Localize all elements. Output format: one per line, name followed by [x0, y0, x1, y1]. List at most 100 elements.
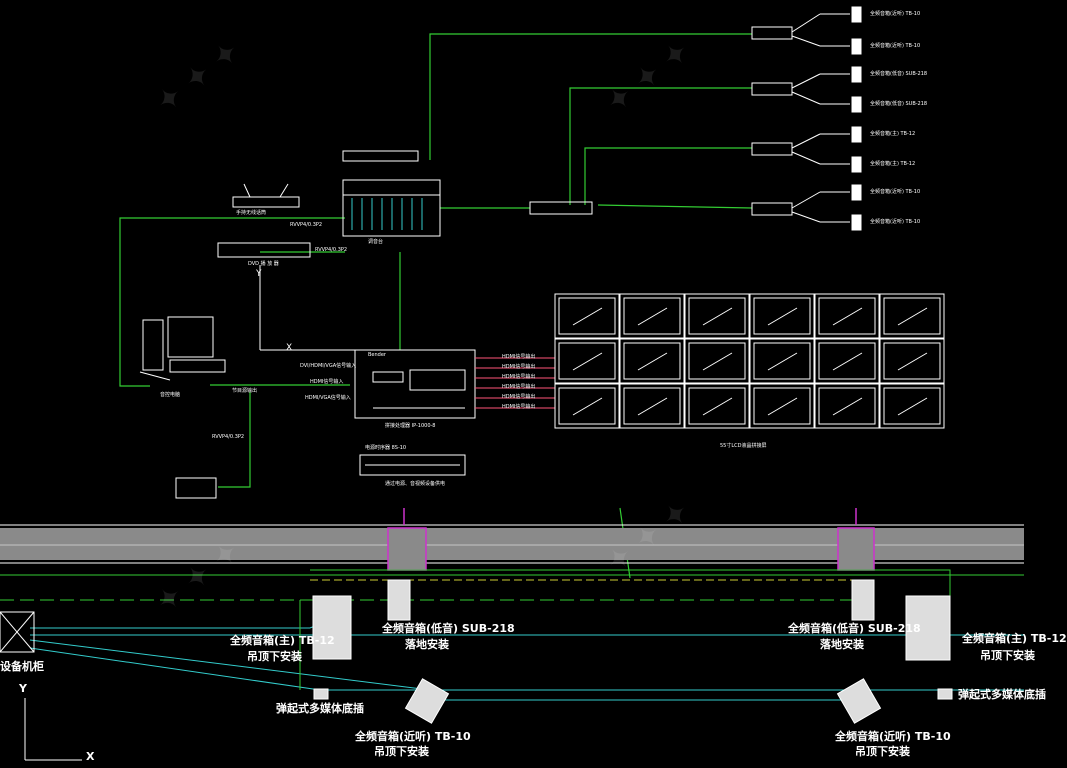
video-wall-glare [637, 397, 668, 416]
video-wall [554, 293, 945, 429]
video-wall-panel [879, 383, 945, 429]
rack-label: 设备机柜 [0, 660, 44, 673]
floor-wiring [0, 569, 1024, 701]
hdmi-out-label: HDMI信号输出 [502, 404, 536, 410]
video-wall-glare [702, 397, 733, 416]
video-wall-glare [702, 352, 733, 371]
video-wall-panel [619, 383, 685, 429]
video-wall-screen [883, 387, 941, 425]
amplifier-group [342, 26, 793, 216]
dvd-label: DVD 播 放 器 [248, 261, 279, 267]
video-wall-screen [688, 387, 746, 425]
speaker-label: 全频音箱(主) TB-12 [870, 161, 916, 167]
speaker-sub-right-mount: 落地安装 [820, 638, 864, 651]
video-wall-glare [832, 397, 863, 416]
dvd-player [217, 242, 355, 351]
video-wall-glare [572, 307, 603, 326]
video-wall-glare [702, 307, 733, 326]
video-wall-glare [637, 307, 668, 326]
video-wall-glare [897, 307, 928, 326]
rack-symbol [0, 611, 35, 653]
video-wall-screen [753, 342, 811, 380]
video-wall-panel [749, 293, 815, 339]
signal-input-label: DVI/HDMI/VGA信号输入 [300, 363, 357, 369]
speaker-label: 全频音箱(近听) TB-10 [870, 43, 921, 49]
processor-brand: Bender [368, 352, 386, 358]
cable-label: RVVP4/0.3P2 [315, 247, 348, 253]
columns [387, 508, 875, 571]
video-wall-screen [623, 342, 681, 380]
wall-box-left: 弹起式多媒体底插 [276, 702, 364, 715]
video-wall-panel [814, 293, 880, 339]
video-wall-glare [572, 397, 603, 416]
video-wall-panel [749, 338, 815, 384]
video-wall-glare [832, 307, 863, 326]
video-wall-glare [767, 352, 798, 371]
speaker-sub-left-mount: 落地安装 [405, 638, 449, 651]
video-wall-screen [753, 297, 811, 335]
speaker-label: 全频音箱(近听) TB-10 [870, 11, 921, 17]
video-wall-panel [814, 383, 880, 429]
speaker-near-right-mount: 吊顶下安装 [855, 745, 910, 758]
video-wall-panel [619, 293, 685, 339]
video-wall-screen [558, 342, 616, 380]
video-wall-screen [753, 387, 811, 425]
video-wall-panel [619, 338, 685, 384]
signal-input-label: HDMI信号输入 [310, 379, 344, 385]
video-wall-glare [897, 352, 928, 371]
video-wall-panel [554, 338, 620, 384]
mic-label: 手持无线话筒 [236, 210, 267, 216]
top-x-axis: X [286, 343, 293, 353]
floor-axes [24, 698, 82, 761]
wall-box-right: 弹起式多媒体底插 [958, 688, 1046, 701]
video-wall-glare [572, 352, 603, 371]
video-processor [354, 349, 555, 419]
video-wall-panel [684, 293, 750, 339]
speaker-main-left-mount: 吊顶下安装 [247, 650, 302, 663]
video-wall-screen [558, 297, 616, 335]
signal-input-label: HDMI/VGA信号输入 [305, 395, 351, 401]
mixer [342, 179, 441, 237]
video-wall-panel [814, 338, 880, 384]
power-note: 通过电源、音视频设备供电 [385, 481, 446, 487]
video-wall-glare [637, 352, 668, 371]
speaker-near-left-mount: 吊顶下安装 [374, 745, 429, 758]
top-y-axis: Y [256, 269, 262, 279]
video-wall-panel [749, 383, 815, 429]
speaker-label: 全频音箱(近听) TB-10 [870, 189, 921, 195]
pc-label: 音控电脑 [160, 392, 181, 398]
video-wall-screen [883, 297, 941, 335]
speaker-sub-right: 全频音箱(低音) SUB-218 [788, 622, 921, 635]
processor-label: 拼接处理器 IP-1000-8 [385, 423, 436, 429]
floor-speakers [312, 579, 953, 724]
speaker-stubs [791, 6, 862, 231]
speaker-main-left: 全频音箱(主) TB-12 [230, 634, 335, 647]
video-wall-panel [554, 383, 620, 429]
hdmi-out-label: HDMI信号输出 [502, 354, 536, 360]
video-wall-panel [879, 293, 945, 339]
speaker-near-left: 全频音箱(近听) TB-10 [355, 730, 471, 743]
video-wall-label: 55寸LCD液晶拼接屏 [720, 443, 767, 449]
video-wall-glare [897, 397, 928, 416]
hdmi-out-label: HDMI信号输出 [502, 384, 536, 390]
hdmi-out-label: HDMI信号输出 [502, 374, 536, 380]
cad-drawing [0, 6, 1024, 761]
hdmi-out-label: HDMI信号输出 [502, 394, 536, 400]
green-wiring [119, 33, 753, 579]
video-wall-panel [554, 293, 620, 339]
video-wall-screen [818, 342, 876, 380]
video-wall-glare [832, 352, 863, 371]
video-wall-screen [688, 342, 746, 380]
video-wall-glare [767, 307, 798, 326]
video-wall-screen [623, 387, 681, 425]
video-wall-glare [767, 397, 798, 416]
video-wall-panel [684, 383, 750, 429]
power-seq-label: 电源时序器 8S-10 [365, 445, 407, 451]
floor-x-axis: X [86, 750, 95, 763]
speaker-sub-left: 全频音箱(低音) SUB-218 [382, 622, 515, 635]
video-wall-panel [879, 338, 945, 384]
mixer-label: 调音台 [368, 239, 384, 245]
video-wall-screen [883, 342, 941, 380]
speaker-label: 全频音箱(低音) SUB-218 [870, 101, 928, 107]
source-label: 节目源输出 [232, 388, 258, 394]
